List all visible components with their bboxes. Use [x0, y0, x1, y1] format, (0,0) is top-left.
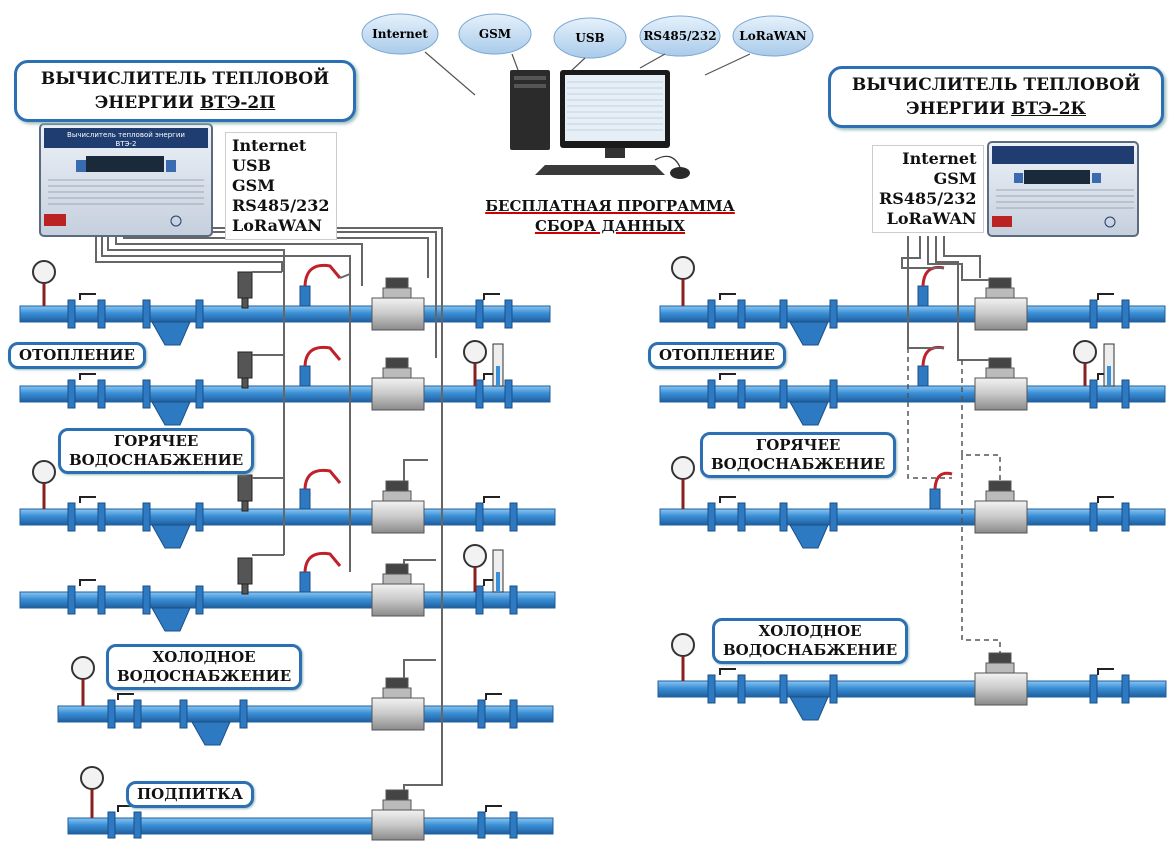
left-header-prefix: ЭНЕРГИИ	[94, 93, 200, 113]
cloud-label-rs485: RS485/232	[643, 29, 716, 43]
label-heating-right: ОТОПЛЕНИЕ	[648, 342, 786, 369]
cloud-lorawan: LoRaWAN	[732, 15, 814, 57]
left-calculator-header: ВЫЧИСЛИТЕЛЬ ТЕПЛОВОЙ ЭНЕРГИИ ВТЭ-2П	[14, 60, 356, 122]
label-hot-water-right: ГОРЯЧЕЕ ВОДОСНАБЖЕНИЕ	[700, 432, 897, 478]
signal-cables-right	[901, 236, 989, 361]
pressure-sensors	[237, 271, 253, 595]
left-interfaces-list: Internet USB GSM RS485/232 LoRaWAN	[225, 132, 337, 240]
device-vte2k	[987, 141, 1139, 237]
device-title-line2: ВТЭ-2	[116, 140, 137, 148]
cloud-label-lorawan: LoRaWAN	[739, 29, 806, 43]
right-header-model: ВТЭ-2К	[1011, 99, 1086, 119]
left-header-line1: ВЫЧИСЛИТЕЛЬ ТЕПЛОВОЙ	[40, 69, 330, 89]
thermometers	[492, 343, 1115, 593]
program-line1: БЕСПЛАТНАЯ ПРОГРАММА	[485, 197, 735, 215]
flow-meters	[371, 277, 1028, 841]
signal-cables-right-dashed	[907, 348, 1001, 653]
cloud-label-internet: Internet	[372, 27, 428, 41]
right-interface-item: LoRaWAN	[886, 209, 977, 228]
right-interface-item: Internet	[902, 149, 977, 168]
right-header-prefix: ЭНЕРГИИ	[906, 99, 1012, 119]
left-interface-item: Internet	[232, 136, 307, 155]
left-interface-item: LoRaWAN	[232, 216, 322, 235]
left-interface-item: RS485/232	[232, 196, 330, 215]
right-calculator-header: ВЫЧИСЛИТЕЛЬ ТЕПЛОВОЙ ЭНЕРГИИ ВТЭ-2К	[828, 66, 1164, 128]
cloud-internet: Internet	[361, 13, 439, 55]
label-hot-water-left: ГОРЯЧЕЕ ВОДОСНАБЖЕНИЕ	[58, 428, 255, 474]
cloud-label-usb: USB	[575, 31, 604, 45]
label-cold-water-left: ХОЛОДНОЕ ВОДОСНАБЖЕНИЕ	[106, 644, 303, 690]
label-makeup: ПОДПИТКА	[126, 781, 254, 808]
device-title-line1: Вычислитель тепловой энергии	[67, 131, 185, 139]
cloud-usb: USB	[553, 17, 627, 59]
cloud-links	[424, 51, 751, 96]
cloud-rs485: RS485/232	[639, 15, 721, 57]
free-software-caption: БЕСПЛАТНАЯ ПРОГРАММА СБОРА ДАННЫХ	[455, 196, 765, 236]
label-cold-water-right: ХОЛОДНОЕ ВОДОСНАБЖЕНИЕ	[712, 618, 909, 664]
right-interface-item: GSM	[933, 169, 977, 188]
cloud-label-gsm: GSM	[479, 27, 511, 41]
gauge-stems	[42, 279, 1087, 818]
cloud-gsm: GSM	[458, 13, 532, 55]
pipe-fittings	[67, 299, 1130, 839]
left-interface-item: USB	[232, 156, 272, 175]
program-line2: СБОРА ДАННЫХ	[534, 217, 686, 235]
right-interfaces-list: Internet GSM RS485/232 LoRaWAN	[872, 145, 984, 233]
right-header-line1: ВЫЧИСЛИТЕЛЬ ТЕПЛОВОЙ	[851, 75, 1141, 95]
computer-icon	[510, 70, 690, 179]
left-header-model: ВТЭ-2П	[199, 93, 276, 113]
valve-handles	[79, 293, 1114, 812]
device-vte2p: Вычислитель тепловой энергии ВТЭ-2	[39, 123, 213, 237]
left-interface-item: GSM	[232, 176, 275, 195]
right-interface-item: RS485/232	[879, 189, 977, 208]
label-heating-left: ОТОПЛЕНИЕ	[8, 342, 146, 369]
